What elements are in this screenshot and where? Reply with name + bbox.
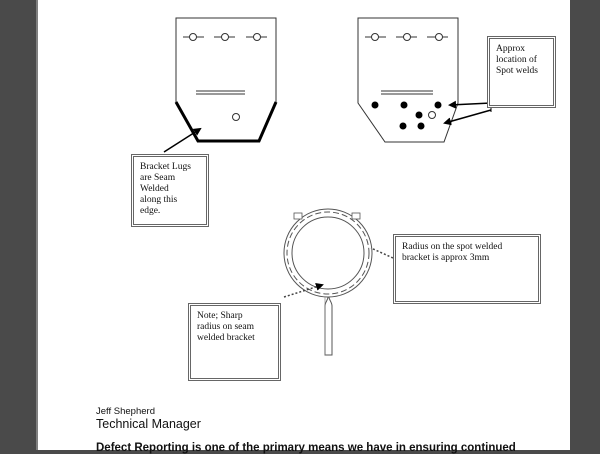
spot-weld-arrow-2	[443, 109, 492, 126]
sharp-radius-arrow	[283, 282, 324, 298]
technical-drawing	[36, 0, 492, 450]
signature-name: Jeff Shepherd	[96, 406, 155, 417]
seam-weld-edge	[174, 101, 278, 143]
footer-paragraph: Defect Reporting is one of the primary m…	[96, 442, 516, 454]
note-sharp-radius: Note; Sharp radius on seam welded bracke…	[188, 303, 281, 381]
note-spot-welds: Approx location of Spot welds	[487, 36, 556, 108]
spot-weld-arrow-1	[448, 100, 492, 109]
note-seam-welded: Bracket Lugs are Seam Welded along this …	[131, 154, 209, 227]
bolt-holes-row	[183, 33, 267, 41]
seam-weld-arrow	[163, 127, 202, 153]
spot-radius-leader	[370, 247, 394, 259]
document-page: Approx location of Spot welds Bracket Lu…	[36, 0, 570, 454]
spot-welded-bracket-drawing	[357, 17, 459, 143]
center-hole	[232, 113, 240, 121]
spot-weld-points	[371, 101, 442, 130]
note-spot-radius: Radius on the spot welded bracket is app…	[393, 234, 541, 304]
seam-welded-bracket-drawing	[174, 17, 278, 143]
signature-title: Technical Manager	[96, 417, 201, 431]
clamp-cross-section	[283, 208, 373, 356]
